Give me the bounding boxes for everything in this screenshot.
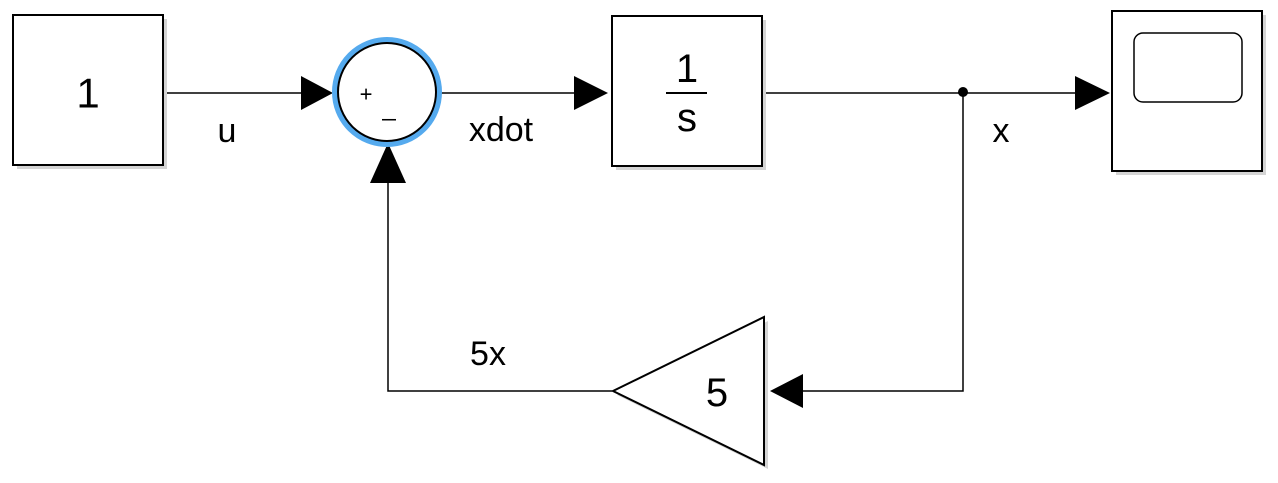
wire-feedback-x[interactable]: [798, 92, 964, 392]
integrator-denominator: s: [677, 96, 697, 140]
arrow-gain-input: [770, 374, 803, 408]
sum-circle: [337, 42, 437, 142]
scope-block[interactable]: [1111, 10, 1266, 175]
scope-screen: [1133, 32, 1243, 103]
signal-label-u[interactable]: u: [218, 112, 237, 150]
gain-triangle: [610, 315, 765, 467]
integrator-numerator: 1: [676, 47, 698, 91]
gain-block[interactable]: 5: [610, 315, 768, 469]
signal-label-x[interactable]: x: [993, 112, 1010, 150]
arrow-x: [1075, 76, 1110, 110]
constant-block-frame: [12, 14, 164, 166]
signal-label-xdot[interactable]: xdot: [469, 111, 534, 149]
arrow-xdot: [574, 76, 608, 110]
constant-block[interactable]: 1: [12, 14, 167, 169]
sum-sign-minus: _: [381, 95, 396, 122]
sum-block[interactable]: + _: [332, 37, 442, 147]
constant-value: 1: [76, 70, 99, 117]
sum-sign-plus: +: [360, 82, 373, 107]
sum-selection-ring: [332, 37, 442, 147]
wire-feedback-5x[interactable]: [387, 176, 612, 392]
gain-value: 5: [706, 371, 728, 415]
arrow-sum-minus: [370, 143, 406, 183]
integrator-block[interactable]: 1 s: [611, 15, 766, 170]
arrow-u: [301, 76, 333, 110]
integrator-block-frame: [611, 15, 763, 167]
signal-label-5x[interactable]: 5x: [470, 335, 506, 373]
